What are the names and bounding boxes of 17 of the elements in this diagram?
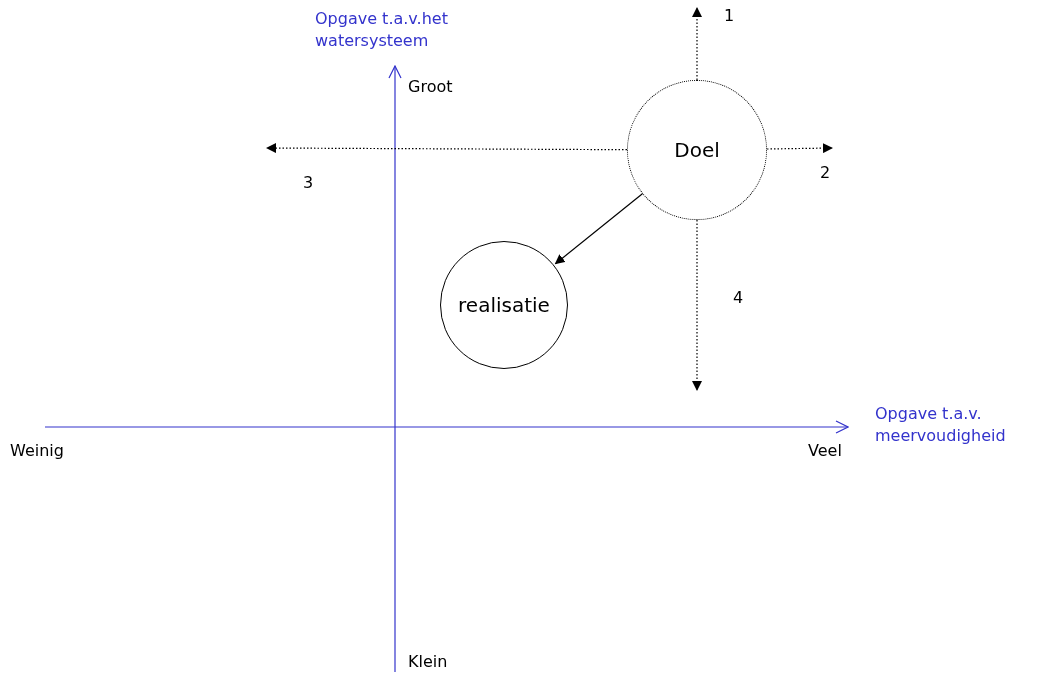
node-label: realisatie <box>458 293 550 317</box>
arrow <box>554 193 643 265</box>
axis-end-label: Klein <box>408 651 448 673</box>
axis-end-label: Weinig <box>10 440 64 462</box>
edge-label: 2 <box>820 162 831 184</box>
axis-title: Opgave t.a.v. meervoudigheid <box>875 403 1007 447</box>
edge-label: 4 <box>733 287 744 309</box>
axis-title: Opgave t.a.v.het watersysteem <box>315 8 449 52</box>
arrow <box>766 143 833 154</box>
arrow <box>266 143 628 154</box>
node-label: Doel <box>674 138 720 162</box>
edge-label: 1 <box>724 5 735 27</box>
edge-label: 3 <box>303 172 314 194</box>
arrow <box>692 219 702 391</box>
axis-end-label: Veel <box>808 440 842 462</box>
arrow <box>692 7 702 81</box>
axis-end-label: Groot <box>408 76 453 98</box>
